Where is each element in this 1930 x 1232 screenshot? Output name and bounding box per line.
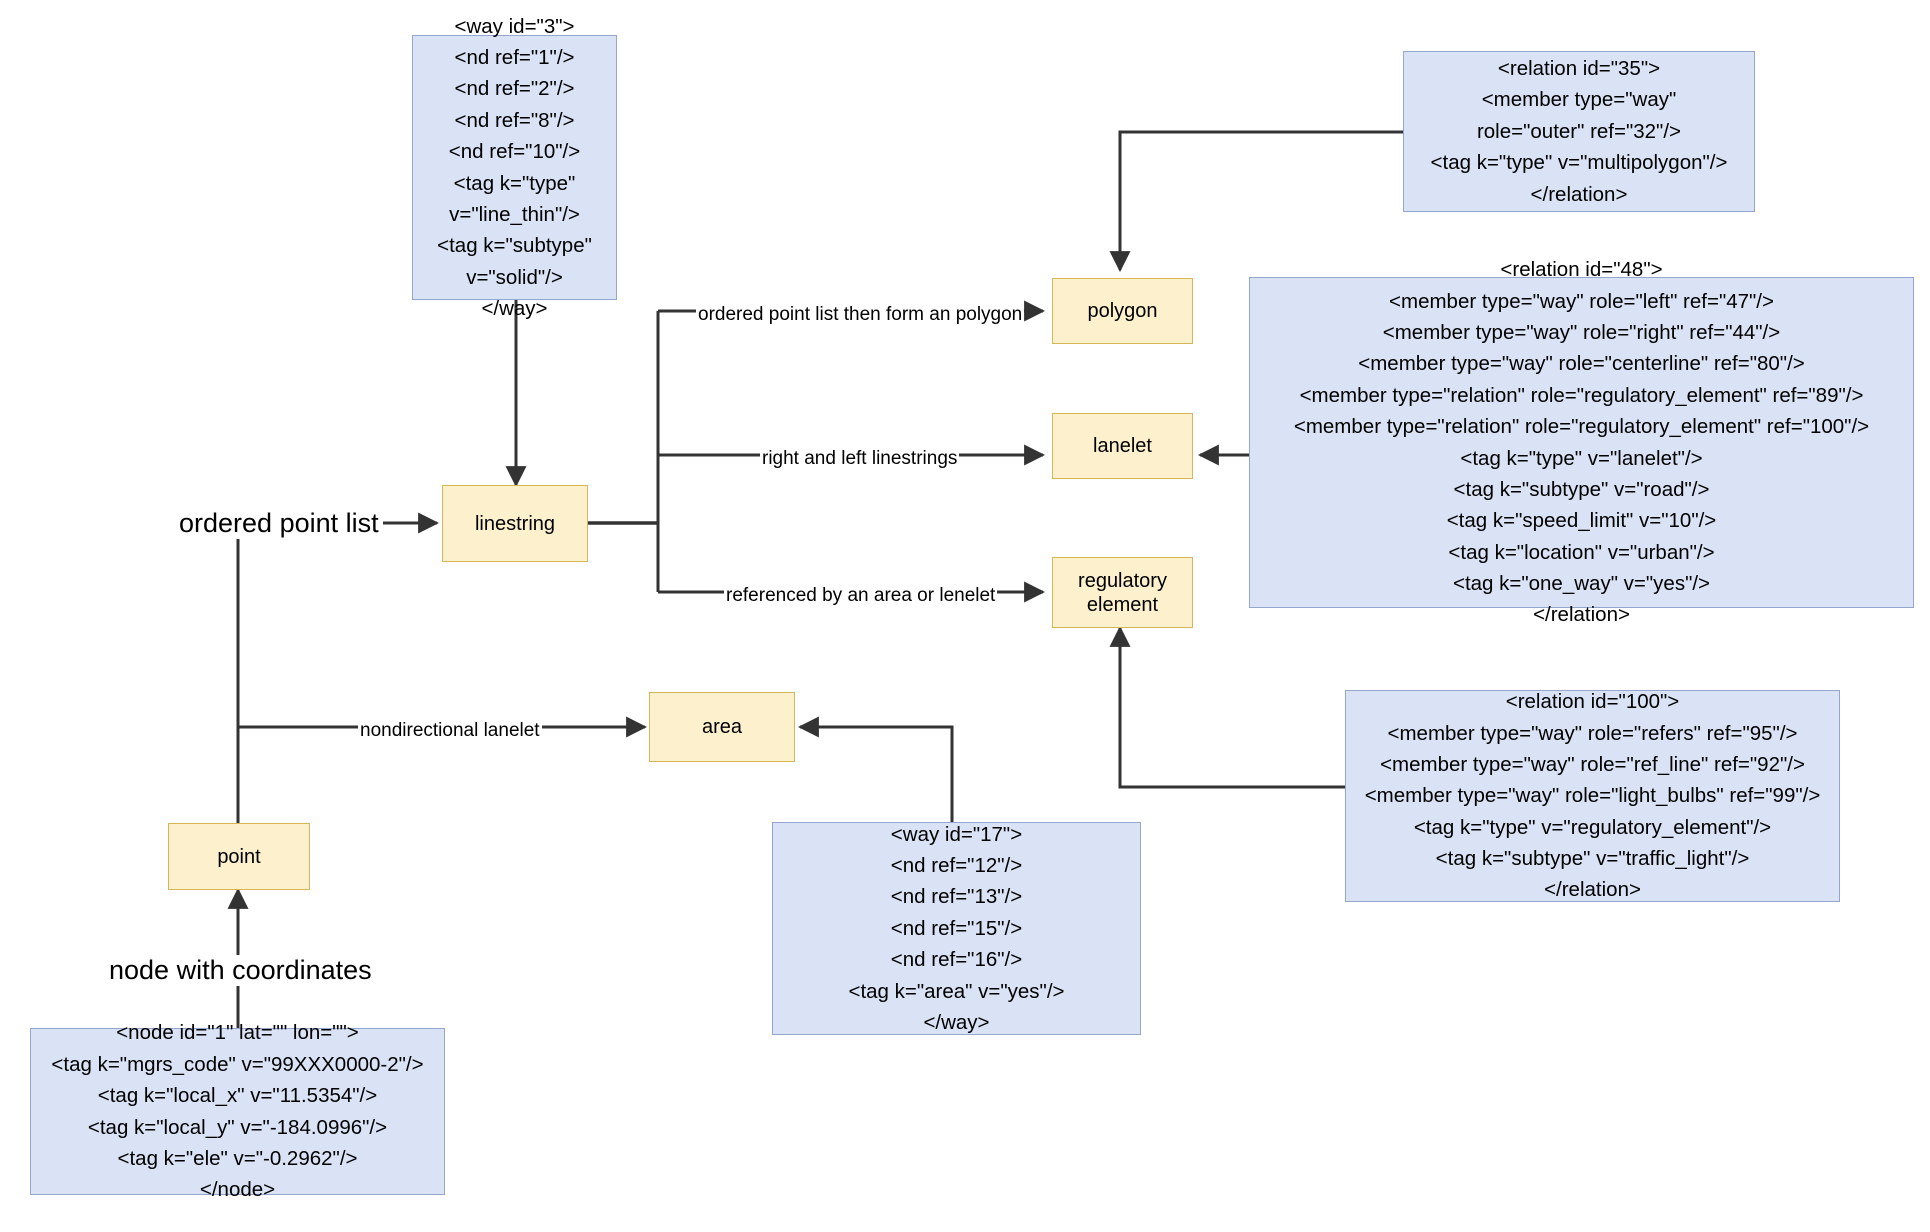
node-point[interactable]: point — [168, 823, 310, 890]
xml-box-relation-48[interactable]: <relation id="48"> <member type="way" ro… — [1249, 258, 1914, 626]
edge-label-to-polygon: ordered point list then form an polygon — [696, 304, 1025, 325]
node-area[interactable]: area — [649, 692, 795, 762]
xml-box-relation-35[interactable]: <relation id="35"> <member type="way" ro… — [1403, 51, 1755, 212]
label-ordered-point-list: ordered point list — [176, 508, 382, 539]
edge-way17-to-area — [797, 716, 954, 822]
label-node-with-coordinates: node with coordinates — [106, 955, 375, 986]
xml-box-relation-100[interactable]: <relation id="100"> <member type="way" r… — [1345, 690, 1840, 902]
edge-label-to-area: nondirectional lanelet — [358, 720, 542, 741]
edge-relation100-to-regulatory-element — [1109, 625, 1345, 789]
edge-relation35-to-polygon — [1109, 130, 1403, 273]
node-lanelet[interactable]: lanelet — [1052, 413, 1193, 479]
node-regulatory-element[interactable]: regulatory element — [1052, 557, 1193, 628]
xml-box-way-17[interactable]: <way id="17"> <nd ref="12"/> <nd ref="13… — [772, 822, 1141, 1035]
xml-box-node-1[interactable]: <node id="1" lat="" lon=""> <tag k="mgrs… — [30, 1021, 445, 1201]
edge-label-to-regulatory-element: referenced by an area or lenelet — [724, 585, 998, 606]
node-polygon[interactable]: polygon — [1052, 278, 1193, 344]
xml-box-way-3[interactable]: <way id="3"> <nd ref="1"/> <nd ref="2"/>… — [412, 15, 617, 320]
node-linestring[interactable]: linestring — [442, 485, 588, 562]
edge-label-to-lanelet: right and left linestrings — [760, 448, 960, 469]
